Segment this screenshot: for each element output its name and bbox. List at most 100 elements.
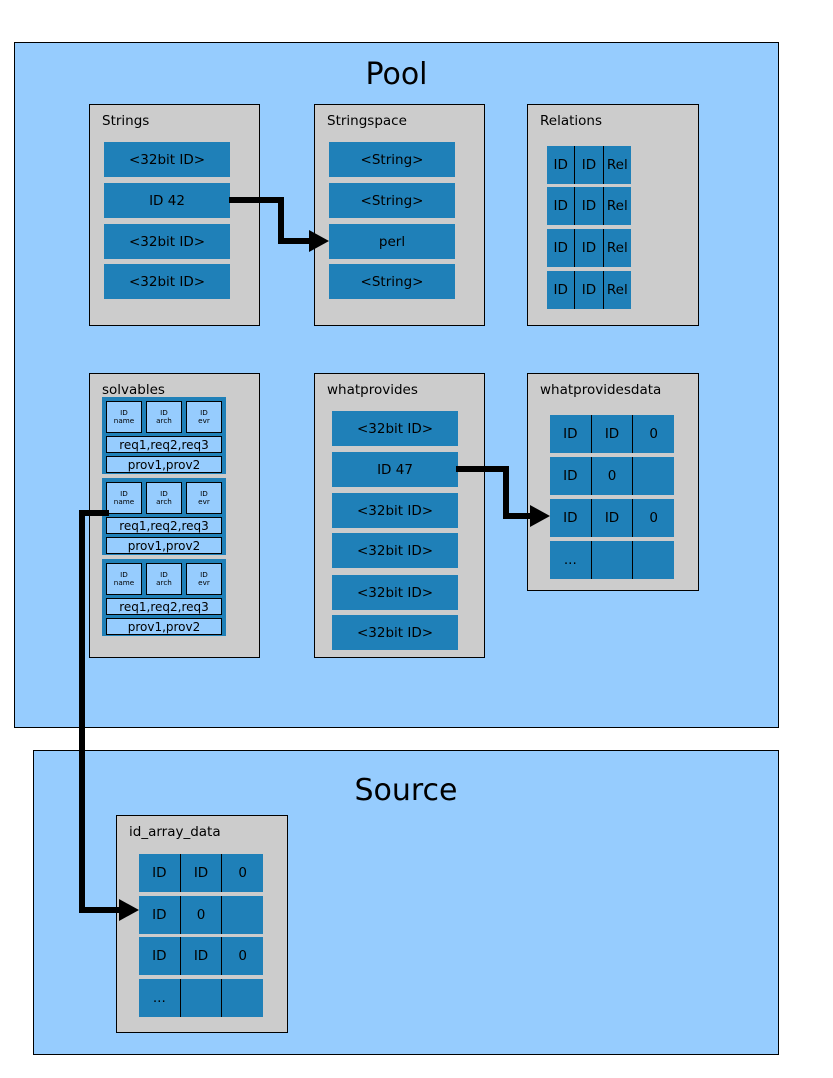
whatprovides-to-data-seg-v bbox=[503, 466, 509, 515]
whatprovides-cell-0[interactable]: <32bit ID> bbox=[332, 411, 458, 446]
solvable-id-label: ID bbox=[120, 489, 128, 499]
relations-cell: ID bbox=[553, 240, 568, 256]
whatprovidesdata-cell: ID bbox=[563, 468, 578, 484]
whatprovidesdata-cell: ID bbox=[590, 415, 633, 453]
strings-cell-3[interactable]: <32bit ID> bbox=[104, 264, 230, 299]
strings-cell-0[interactable]: <32bit ID> bbox=[104, 142, 230, 177]
relations-cell: ID bbox=[574, 146, 602, 184]
solvable-id-sublabel: name bbox=[113, 416, 135, 425]
whatprovidesdata-cell: 0 bbox=[590, 457, 633, 495]
id-array-data-cell bbox=[221, 896, 263, 934]
id-array-data-row-2[interactable]: ID ID 0 bbox=[139, 937, 263, 975]
solvable-requires: req1,req2,req3 bbox=[106, 436, 222, 453]
whatprovides-cell-2[interactable]: <32bit ID> bbox=[332, 493, 458, 528]
solvable-id-evr: ID evr bbox=[186, 401, 222, 433]
id-array-data-row-1[interactable]: ID 0 bbox=[139, 896, 263, 934]
solvable-id-name: ID name bbox=[106, 482, 142, 514]
id-array-data-cell bbox=[221, 979, 263, 1017]
source-panel-title: Source bbox=[354, 773, 458, 808]
solvable-block-1[interactable]: ID name ID arch ID evr req1,req2,req3 pr… bbox=[102, 478, 226, 555]
solvables-group-title: solvables bbox=[102, 382, 165, 398]
solvable-id-row: ID name ID arch ID evr bbox=[106, 482, 222, 514]
relations-cell: ID bbox=[553, 282, 568, 298]
solvable-id-name: ID name bbox=[106, 563, 142, 595]
stringspace-cell-3[interactable]: <String> bbox=[329, 264, 455, 299]
whatprovidesdata-cell bbox=[632, 457, 674, 495]
strings-to-stringspace-arrowhead bbox=[309, 230, 329, 252]
solvable-id-evr: ID evr bbox=[186, 482, 222, 514]
relations-cell: ID bbox=[574, 187, 602, 225]
solvable-id-label: ID bbox=[120, 408, 128, 418]
id-array-data-cell: 0 bbox=[221, 937, 263, 975]
solvable-id-sublabel: evr bbox=[198, 416, 210, 425]
solvable-id-sublabel: evr bbox=[198, 578, 210, 587]
solvable-id-evr: ID evr bbox=[186, 563, 222, 595]
relations-cell: ID bbox=[553, 198, 568, 214]
whatprovidesdata-cell: 0 bbox=[632, 499, 674, 537]
id-array-data-cell: ... bbox=[152, 990, 166, 1006]
whatprovides-to-data-seg-h2 bbox=[503, 513, 533, 519]
whatprovidesdata-row-3[interactable]: ... bbox=[550, 541, 674, 579]
whatprovides-cell-3[interactable]: <32bit ID> bbox=[332, 533, 458, 568]
id-array-data-row-0[interactable]: ID ID 0 bbox=[139, 854, 263, 892]
solvable-block-0[interactable]: ID name ID arch ID evr req1,req2,req3 pr… bbox=[102, 397, 226, 474]
solvable-id-arch: ID arch bbox=[146, 401, 182, 433]
whatprovidesdata-row-0[interactable]: ID ID 0 bbox=[550, 415, 674, 453]
stringspace-cell-perl[interactable]: perl bbox=[329, 224, 455, 259]
solvable-id-arch: ID arch bbox=[146, 482, 182, 514]
solvable-id-sublabel: arch bbox=[156, 497, 172, 506]
relations-cell: ID bbox=[574, 229, 602, 267]
strings-to-stringspace-seg-h2 bbox=[278, 238, 312, 244]
stringspace-cell-1[interactable]: <String> bbox=[329, 183, 455, 218]
strings-group-title: Strings bbox=[102, 113, 150, 129]
solvable-id-label: ID bbox=[200, 570, 208, 580]
stringspace-cell-0[interactable]: <String> bbox=[329, 142, 455, 177]
solvable-provides: prov1,prov2 bbox=[106, 537, 222, 554]
relations-cell: Rel bbox=[602, 187, 631, 225]
whatprovidesdata-cell bbox=[590, 541, 633, 579]
whatprovides-to-data-arrowhead bbox=[530, 505, 550, 527]
id-array-data-row-3[interactable]: ... bbox=[139, 979, 263, 1017]
solvable-id-row: ID name ID arch ID evr bbox=[106, 401, 222, 433]
solvable-id-label: ID bbox=[160, 570, 168, 580]
whatprovides-group-title: whatprovides bbox=[327, 382, 418, 398]
strings-cell-id-42[interactable]: ID 42 bbox=[104, 183, 230, 218]
whatprovidesdata-cell bbox=[632, 541, 674, 579]
solvable-provides: prov1,prov2 bbox=[106, 456, 222, 473]
solvable-id-sublabel: evr bbox=[198, 497, 210, 506]
solvable-id-label: ID bbox=[120, 570, 128, 580]
whatprovides-cell-id-47[interactable]: ID 47 bbox=[332, 452, 458, 487]
relations-row-1[interactable]: ID ID Rel bbox=[547, 187, 631, 225]
solvables-to-id-array-seg-h1 bbox=[79, 510, 109, 516]
whatprovides-cell-5[interactable]: <32bit ID> bbox=[332, 615, 458, 650]
whatprovidesdata-row-1[interactable]: ID 0 bbox=[550, 457, 674, 495]
solvable-id-label: ID bbox=[160, 489, 168, 499]
relations-cell: ID bbox=[574, 271, 602, 309]
solvable-block-2[interactable]: ID name ID arch ID evr req1,req2,req3 pr… bbox=[102, 559, 226, 636]
relations-row-3[interactable]: ID ID Rel bbox=[547, 271, 631, 309]
solvables-to-id-array-seg-h2 bbox=[79, 907, 123, 913]
whatprovidesdata-cell: ... bbox=[563, 552, 577, 568]
whatprovidesdata-row-2[interactable]: ID ID 0 bbox=[550, 499, 674, 537]
solvable-id-row: ID name ID arch ID evr bbox=[106, 563, 222, 595]
whatprovides-cell-4[interactable]: <32bit ID> bbox=[332, 575, 458, 610]
id-array-data-cell: ID bbox=[179, 937, 222, 975]
solvable-id-sublabel: arch bbox=[156, 578, 172, 587]
relations-row-2[interactable]: ID ID Rel bbox=[547, 229, 631, 267]
relations-cell: Rel bbox=[602, 271, 631, 309]
id-array-data-group-title: id_array_data bbox=[129, 824, 221, 840]
solvable-id-sublabel: name bbox=[113, 578, 135, 587]
id-array-data-cell bbox=[179, 979, 222, 1017]
solvable-id-label: ID bbox=[200, 489, 208, 499]
whatprovidesdata-cell: ID bbox=[563, 510, 578, 526]
strings-cell-2[interactable]: <32bit ID> bbox=[104, 224, 230, 259]
relations-cell: Rel bbox=[602, 229, 631, 267]
solvable-id-label: ID bbox=[160, 408, 168, 418]
relations-cell: Rel bbox=[602, 146, 631, 184]
relations-row-0[interactable]: ID ID Rel bbox=[547, 146, 631, 184]
solvable-id-arch: ID arch bbox=[146, 563, 182, 595]
id-array-data-cell: ID bbox=[179, 854, 222, 892]
solvable-id-sublabel: name bbox=[113, 497, 135, 506]
whatprovidesdata-cell: 0 bbox=[632, 415, 674, 453]
